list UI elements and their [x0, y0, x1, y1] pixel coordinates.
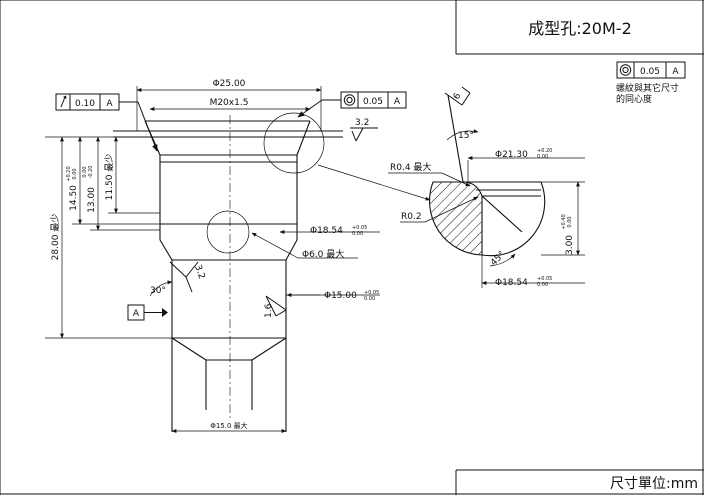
concentricity-icon — [343, 94, 356, 106]
dim-dia-6-max: Φ6.0 最大 — [302, 248, 344, 260]
dim-3-00: 3.00 — [565, 235, 575, 255]
title-block: 成型孔:20M-2 尺寸單位:mm — [455, 0, 704, 495]
finish-top-value: 3.2 — [355, 118, 369, 128]
dim-dia-25: Φ25.00 — [213, 79, 246, 89]
dim-dia-15-max: Φ15.0 最大 — [210, 421, 247, 430]
runout-arrow-icon — [60, 95, 67, 108]
concentricity-note: 0.05 A 螺紋與其它尺寸 的同心度 — [616, 61, 686, 105]
drawing-title: 成型孔:20M-2 — [528, 19, 632, 38]
surface-finish-side: 3.2 — [169, 261, 206, 293]
dim-13-00-tol-low: -0.20 — [88, 166, 94, 179]
dim-11-50-min: 11.50 最少 — [104, 154, 115, 201]
runout-datum: A — [106, 99, 113, 109]
concentric-datum: A — [394, 97, 401, 107]
dim-dia-21-30: Φ21.30 — [495, 150, 528, 160]
detail-dim-dia-18-54-tol-low: 0.00 — [537, 282, 548, 288]
runout-value: 0.10 — [75, 99, 95, 109]
dim-14-50: 14.50 — [69, 185, 79, 211]
dim-13-00-tol-up: 0.00 — [82, 166, 88, 177]
main-view-dimensions: Φ25.00 M20x1.5 3.2 28.00 最少 14.50 +0.20 … — [45, 79, 380, 433]
dim-14-50-tol-low: 0.00 — [72, 168, 78, 179]
detail-dim-dia-18-54: Φ18.54 — [495, 278, 528, 288]
surface-finish-top: 3.2 — [350, 118, 378, 142]
dim-dia-18-54: Φ18.54 — [310, 226, 343, 236]
detail-view: 6 15° Φ21.30 +0.20 0.00 R0.4 最大 R0.2 3.0… — [388, 86, 585, 288]
note-text-line2: 的同心度 — [616, 93, 652, 105]
note-datum: A — [672, 67, 679, 77]
dim-3-00-tol-up: +0.40 — [561, 214, 567, 229]
angle-15: 15° — [458, 131, 474, 141]
detail-leader — [317, 164, 431, 201]
main-view — [113, 112, 343, 432]
detail-finish-value: 6 — [452, 91, 464, 101]
runout-frame: 0.10 A — [55, 93, 158, 152]
concentric-value: 0.05 — [363, 97, 383, 107]
dim-dia-15: Φ15.00 — [324, 291, 357, 301]
concentricity-frame: 0.05 A — [297, 91, 407, 118]
dim-3-00-tol-low: 0.00 — [567, 216, 573, 227]
radius-r02: R0.2 — [401, 212, 422, 222]
dim-dia-21-30-tol-low: 0.00 — [537, 154, 548, 160]
angle-30: 30° — [150, 286, 166, 296]
note-text-line1: 螺紋與其它尺寸 — [616, 82, 679, 94]
units-label: 尺寸單位:mm — [610, 476, 698, 492]
datum-a-symbol: A — [127, 304, 168, 321]
note-tolerance: 0.05 — [640, 67, 660, 77]
dim-13-00: 13.00 — [87, 187, 97, 213]
detail-surface-finish: 6 — [444, 86, 471, 106]
dim-dia-15-tol-up: +0.05 — [364, 290, 379, 296]
concentricity-icon — [619, 64, 632, 76]
dim-dia-18-54-tol-up: +0.05 — [352, 225, 367, 231]
finish-side-value: 3.2 — [192, 264, 206, 281]
dim-thread: M20x1.5 — [210, 98, 249, 108]
dim-dia-18-54-tol-low: 0.00 — [352, 231, 363, 237]
dim-dia-21-30-tol-up: +0.20 — [537, 148, 552, 154]
surface-finish-bore: 1.6 — [264, 295, 287, 318]
angle-45: 45° — [489, 250, 507, 268]
detail-section-hatch — [429, 181, 483, 256]
radius-r04-max: R0.4 最大 — [390, 161, 431, 173]
dim-14-50-tol-up: +0.20 — [66, 166, 72, 181]
finish-bore-value: 1.6 — [264, 303, 274, 318]
dim-28-min: 28.00 最少 — [50, 214, 61, 261]
dim-dia-15-tol-low: 0.00 — [364, 296, 375, 302]
detail-dim-dia-18-54-tol-up: +0.05 — [537, 276, 552, 282]
datum-a-label: A — [133, 309, 140, 319]
